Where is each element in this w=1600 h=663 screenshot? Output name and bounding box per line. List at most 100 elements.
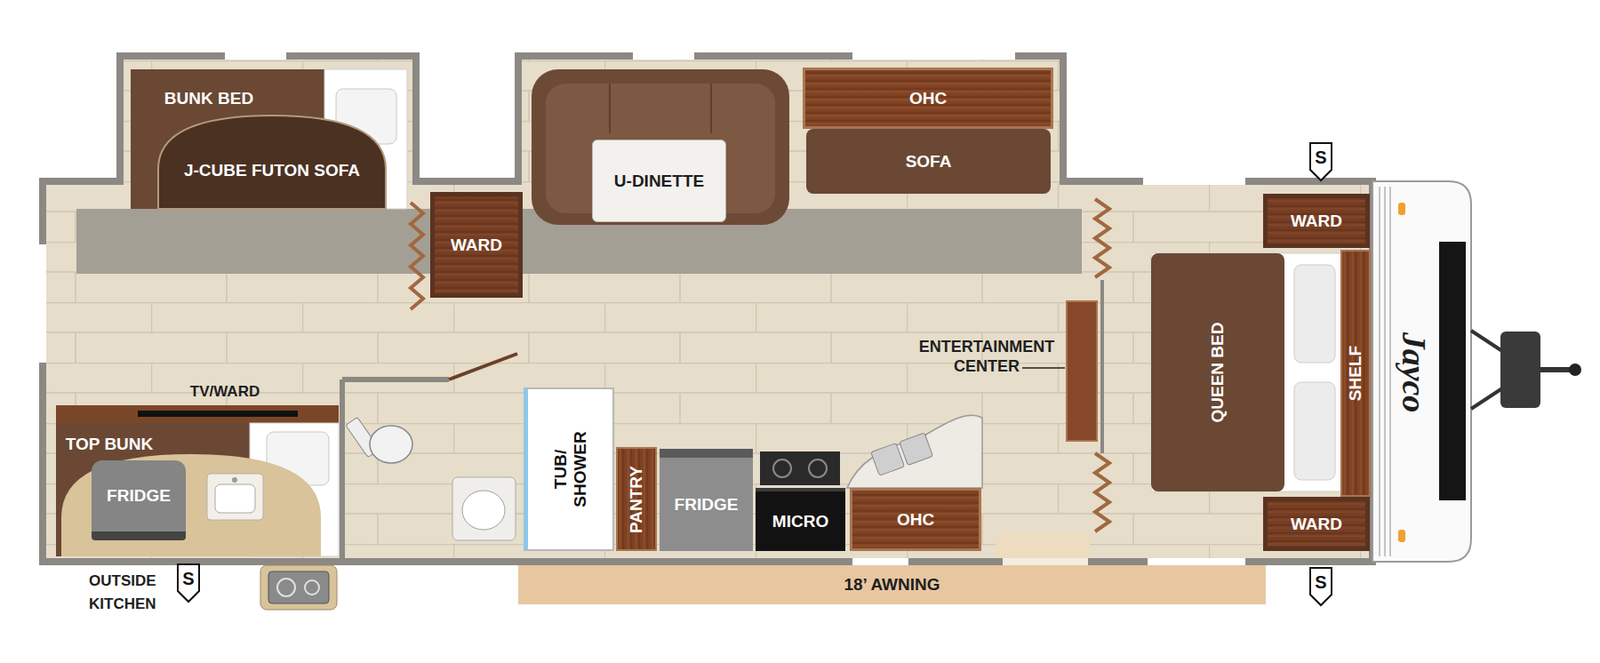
front-cap (1378, 186, 1381, 557)
queen-bed: QUEEN BED (1151, 253, 1285, 492)
shell (42, 56, 1373, 562)
outside-stove (268, 571, 329, 604)
window (39, 52, 1246, 566)
window (1143, 177, 1246, 185)
outside-stove (260, 565, 337, 610)
shell (42, 56, 1373, 562)
stabilizer-symbol-outline (1310, 568, 1332, 606)
wardrobe: WARD (1263, 496, 1370, 552)
stabilizer-symbol-outline (177, 564, 200, 602)
node-label: 18’ AWNING (843, 575, 940, 595)
top-bunk-drawing (61, 454, 321, 557)
window (852, 558, 909, 566)
dinette-bench (531, 69, 790, 225)
node-label: OHC (896, 510, 935, 530)
accordion-door (410, 202, 424, 310)
accordion-door (1095, 453, 1110, 532)
kitchen-counter (760, 451, 840, 486)
callout-label: OUTSIDE KITCHEN (88, 569, 171, 616)
bathroom (452, 477, 516, 541)
window (39, 244, 47, 363)
microwave: MICRO (755, 488, 846, 552)
kitchen-counter (871, 443, 905, 477)
top-bunk-drawing (215, 484, 256, 513)
node-label: OHC (909, 88, 947, 109)
hitch (1471, 388, 1503, 409)
node-label: TOP BUNK (65, 434, 154, 455)
node-label: U-DINETTE (614, 171, 704, 192)
futon-sofa-outline (158, 115, 386, 209)
hitch (1540, 367, 1572, 373)
bedroom-wall (1066, 280, 1103, 454)
front-cap (1384, 186, 1386, 557)
awning: 18’ AWNING (518, 565, 1266, 605)
kitchen-counter (773, 459, 792, 478)
front-cap (1389, 186, 1392, 557)
bathroom (448, 353, 518, 380)
node-label: TUB/ SHOWER (551, 424, 591, 514)
brand-logo: Jayco (1392, 332, 1434, 414)
bathroom (342, 376, 449, 383)
top-bunk-drawing (137, 410, 298, 417)
futon-sofa: J-CUBE FUTON SOFA (158, 115, 386, 209)
entry-step (995, 533, 1090, 559)
bunk-bed-drawing (130, 69, 408, 209)
outside-stove (277, 578, 296, 597)
stabilizer-symbol: S (1309, 567, 1333, 607)
top-bunk-drawing (232, 477, 238, 483)
entry-step (995, 533, 1090, 566)
node-label: FRIDGE (106, 486, 171, 506)
dinette-bench (608, 83, 611, 134)
pantry: PANTRY (616, 447, 657, 552)
outside-stove (260, 565, 337, 610)
node-label: S (1314, 572, 1327, 593)
window (1147, 558, 1246, 566)
bunk-bed: BUNK BEDJ-CUBE FUTON SOFA (130, 69, 408, 209)
bedroom-wall (1100, 280, 1104, 454)
stabilizer-symbol: S (1309, 142, 1333, 182)
node-label: SHELF (1345, 275, 1366, 472)
bathroom (462, 490, 505, 530)
queen-mattress (1294, 264, 1336, 363)
dinette-table: U-DINETTE (592, 139, 727, 223)
node-label: S (1314, 147, 1327, 168)
front-cap (1439, 241, 1466, 501)
node-label: QUEEN BED (1208, 270, 1228, 475)
node-label: WARD (1290, 514, 1343, 535)
hitch (1568, 363, 1582, 376)
top-bunk: TOP BUNK FRIDGE (56, 423, 339, 557)
hitch (1500, 331, 1541, 408)
shelf: SHELF (1340, 249, 1371, 497)
dinette-bench (710, 83, 712, 134)
hitch (1471, 330, 1503, 352)
bedroom-wall (1066, 301, 1097, 441)
window (224, 52, 287, 60)
window (632, 52, 695, 60)
queen-mattress (1151, 253, 1343, 492)
front-cap (1398, 529, 1406, 543)
top-bunk-drawing (56, 405, 339, 424)
front-cap (1372, 181, 1472, 562)
entry-step (1002, 558, 1088, 566)
queen-mattress (1294, 382, 1336, 480)
window (852, 52, 1016, 60)
kitchen-counter (808, 459, 827, 478)
overhead-cabinet: OHC (802, 67, 1054, 129)
bathroom (339, 379, 345, 562)
node-label: SOFA (905, 152, 952, 172)
kitchen-counter (871, 432, 934, 476)
node-label: PANTRY (626, 450, 647, 549)
outside-stove (304, 580, 320, 595)
outside-fridge: FRIDGE (91, 460, 186, 541)
top-bunk-drawing (207, 473, 264, 520)
kitchen-counter (847, 415, 983, 488)
overhead-cabinet: OHC (849, 488, 982, 552)
kitchen-counter (899, 432, 934, 466)
kitchen-counter (760, 415, 983, 488)
front-cap (1398, 202, 1406, 216)
hitch (1471, 330, 1582, 409)
node-label: S (182, 568, 194, 590)
accordion-door (1095, 199, 1110, 278)
front-cap (1372, 181, 1472, 562)
